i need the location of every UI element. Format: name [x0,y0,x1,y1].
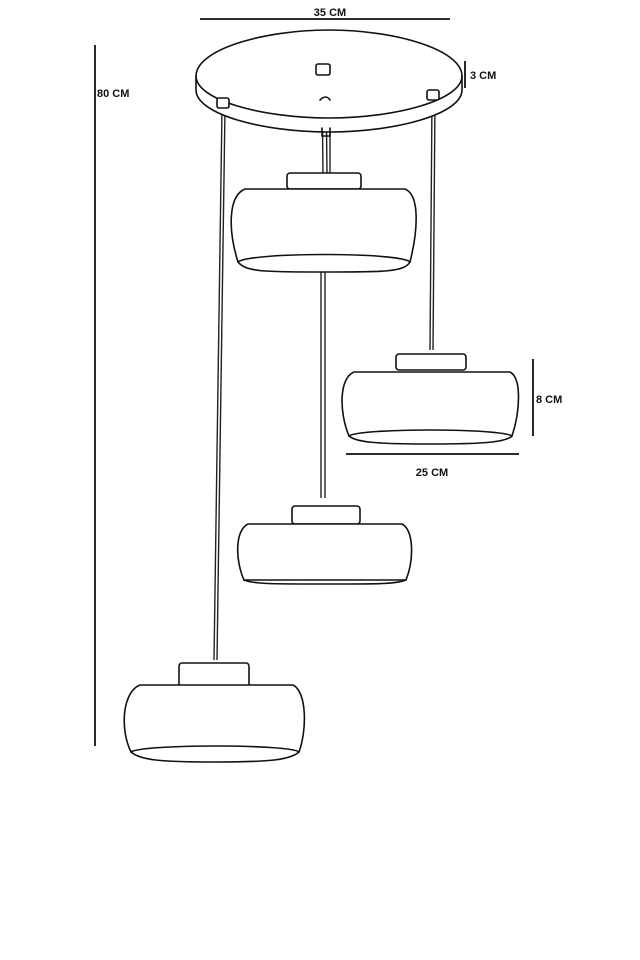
cord-right [429,99,433,351]
canopy-height-dimension: 3 CM [464,61,496,88]
canopy-width-label: 35 CM [314,7,346,19]
pendant-shade-right [341,353,520,445]
shade-width-label: 25 CM [416,467,448,479]
shade-height-label: 8 CM [536,394,562,406]
shade-height-dimension: 8 CM [532,359,562,436]
pendant-shade-middle [236,505,413,585]
pendant-shade-bottom [123,662,306,763]
canopy-height-label: 3 CM [470,70,496,82]
canopy-hook-left [216,97,230,109]
pendant-shade-top [230,172,417,273]
shade-width-dimension: 25 CM [346,453,519,479]
total-height-dimension: 80 CM [94,45,129,746]
canopy-hook-right [426,89,440,101]
total-height-label: 80 CM [97,88,129,100]
cord-left [213,107,223,661]
ceiling-canopy [195,29,463,137]
canopy-width-dimension: 35 CM [200,7,450,20]
canopy-hook-center [315,63,331,76]
